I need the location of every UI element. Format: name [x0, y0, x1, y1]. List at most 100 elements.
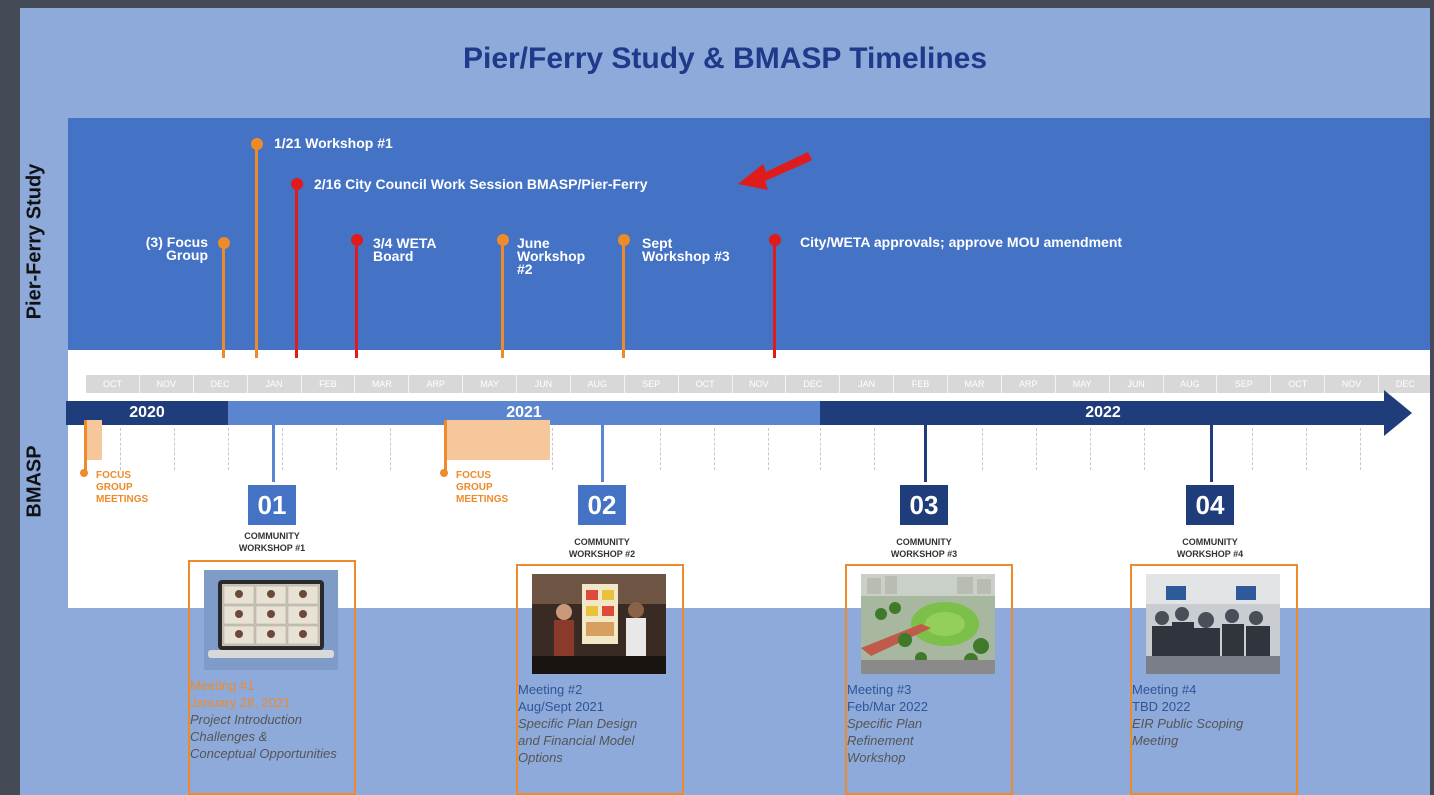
month-tick [874, 428, 876, 470]
weta-board-marker-line [355, 240, 358, 358]
month-label: FEB [894, 375, 948, 393]
month-label: DEC [1395, 379, 1415, 389]
weta-board-marker-dot [351, 234, 363, 246]
workshop-3-details: Meeting #3 Feb/Mar 2022 Specific Plan Re… [847, 682, 928, 765]
month-tick [282, 428, 284, 470]
workshop-presentation-photo [532, 574, 666, 674]
month-tick [982, 428, 984, 470]
month-tick [174, 428, 176, 470]
workshop-4-card: Meeting #4 TBD 2022 EIR Public Scoping M… [1130, 564, 1298, 795]
month-label: DEC [786, 375, 841, 393]
workshop-1-marker-dot [251, 138, 263, 150]
focus-group-dot [440, 469, 448, 477]
month-label: MAY [1056, 375, 1110, 393]
workshop-1-details: Meeting #1 January 28, 2021 Project Intr… [190, 678, 337, 761]
laptop-video-call-image [204, 570, 338, 670]
month-label: ARP [409, 375, 464, 393]
workshop-2-number-badge: 02 [578, 485, 626, 525]
month-label: SEP [1217, 375, 1272, 393]
month-tick [228, 428, 230, 470]
public-meeting-photo [1146, 574, 1280, 674]
park-rendering-image [861, 574, 995, 674]
slide-title: Pier/Ferry Study & BMASP Timelines [462, 42, 988, 75]
month-label: MAR [948, 375, 1002, 393]
month-label: JUN [517, 375, 571, 393]
workshop-3-card: Meeting #3 Feb/Mar 2022 Specific Plan Re… [845, 564, 1013, 795]
month-label: NOV [733, 375, 787, 393]
approvals-marker-dot [769, 234, 781, 246]
approvals-event-label: City/WETA approvals; approve MOU amendme… [800, 234, 1123, 250]
red-arrow-icon [738, 152, 812, 190]
month-tick [336, 428, 338, 470]
month-label: JAN [840, 375, 895, 393]
june-workshop-marker-line [501, 240, 504, 358]
month-label: MAY [463, 375, 517, 393]
workshop-1-number-badge: 01 [248, 485, 296, 525]
workshop-1-card: Meeting #1 January 28, 2021 Project Intr… [188, 560, 356, 795]
month-tick [1144, 428, 1146, 470]
month-label: JUN [1110, 375, 1164, 393]
workshop-1-stem [272, 420, 275, 482]
focus-group-period-shade [444, 420, 550, 460]
month-tick [1090, 428, 1092, 470]
month-tick [768, 428, 770, 470]
month-label: OCT [679, 375, 733, 393]
council-marker-dot [291, 178, 303, 190]
month-tick [660, 428, 662, 470]
month-label: ARP [1002, 375, 1056, 393]
focus-group-marker-dot [218, 237, 230, 249]
approvals-marker-line [773, 240, 776, 358]
month-label: AUG [1164, 375, 1218, 393]
timeline-arrowhead-icon [1384, 390, 1412, 436]
month-tick [820, 428, 822, 470]
workshop-3-stem [924, 420, 927, 482]
month-tick [552, 428, 554, 470]
june-workshop-marker-dot [497, 234, 509, 246]
month-label: SEP [625, 375, 679, 393]
month-label: MAR [355, 375, 410, 393]
month-tick [1306, 428, 1308, 470]
month-label: AUG [571, 375, 625, 393]
pier-ferry-section-label: Pier-Ferry Study [23, 163, 46, 320]
month-tick [714, 428, 716, 470]
month-strip: OCT NOV DEC JAN FEB MAR ARP MAY JUN AUG … [86, 375, 1430, 393]
focus-group-period-shade [84, 420, 102, 460]
focus-group-marker-line [222, 242, 225, 358]
year-bar-2022: 2022 [820, 401, 1386, 425]
month-tick [1252, 428, 1254, 470]
year-bar-2020: 2020 [66, 401, 228, 425]
council-marker-line [295, 184, 298, 358]
month-tick [1036, 428, 1038, 470]
month-label: FEB [302, 375, 356, 393]
focus-group-stem [444, 420, 447, 474]
month-label: NOV [140, 375, 194, 393]
month-label: JAN [248, 375, 302, 393]
month-label: DEC [194, 375, 248, 393]
month-label: NOV [1325, 375, 1379, 393]
sept-workshop-marker-line [622, 240, 625, 358]
workshop-4-stem [1210, 420, 1213, 482]
workshop-4-number-badge: 04 [1186, 485, 1234, 525]
month-label: OCT [86, 375, 140, 393]
workshop-4-details: Meeting #4 TBD 2022 EIR Public Scoping M… [1132, 682, 1244, 748]
workshop-1-event-label: 1/21 Workshop #1 [274, 135, 393, 151]
focus-group-stem [84, 420, 87, 474]
month-label: OCT [1271, 375, 1326, 393]
month-tick [120, 428, 122, 470]
workshop-2-details: Meeting #2 Aug/Sept 2021 Specific Plan D… [518, 682, 638, 765]
slide: Pier/Ferry Study & BMASP Timelines Pier-… [20, 8, 1430, 795]
month-tick [1360, 428, 1362, 470]
workshop-3-number-badge: 03 [900, 485, 948, 525]
month-tick [390, 428, 392, 470]
bmasp-section-label: BMASP [23, 445, 46, 518]
